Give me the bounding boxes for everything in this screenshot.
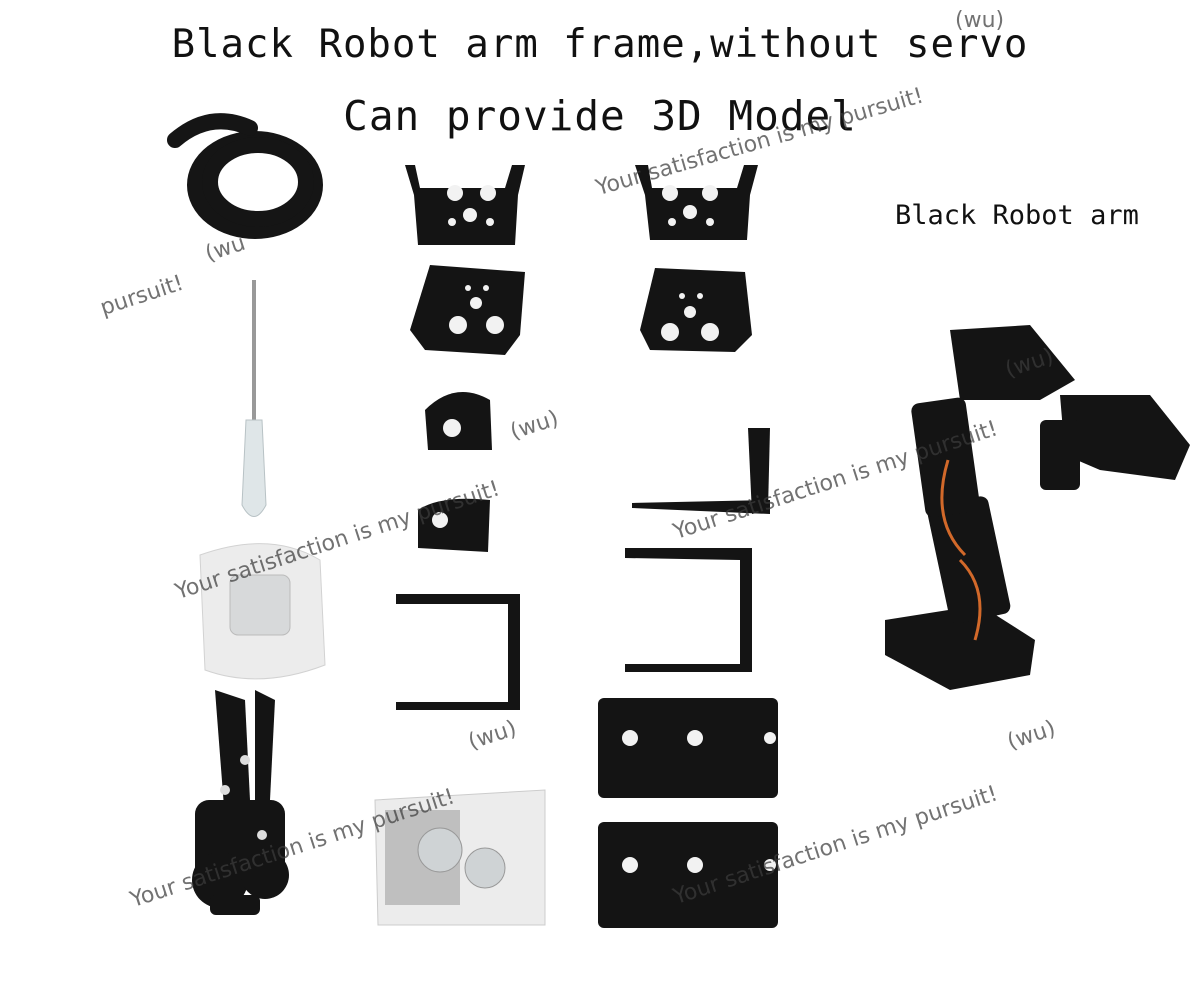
multi-function-bracket-mid-right — [640, 268, 752, 352]
gripper-claw — [192, 690, 289, 915]
assembled-robot-arm — [885, 325, 1190, 690]
spiral-cable-wrap — [167, 113, 323, 239]
round-servo-plate — [425, 392, 492, 450]
assembled-arm-label: Black Robot arm — [895, 200, 1139, 231]
headline-3d-model: Can provide 3D Model — [343, 92, 857, 140]
u-bracket-left — [396, 594, 520, 710]
headline-frame-without-servo: Black Robot arm frame,without servo — [171, 22, 1029, 67]
watermark-tag-top: (wu) — [955, 8, 1005, 33]
small-servo-plate — [418, 498, 490, 552]
multi-function-bracket-top-left — [405, 165, 525, 245]
long-servo-bracket-top — [598, 698, 778, 798]
multi-function-bracket-mid-left — [410, 265, 525, 355]
screw-hardware-bag — [374, 789, 546, 926]
clear-bag-small-parts — [199, 543, 326, 680]
multi-function-bracket-top-right — [635, 165, 758, 240]
l-bracket — [632, 428, 770, 514]
long-servo-bracket-bottom — [598, 822, 778, 928]
u-bracket-right — [625, 548, 752, 672]
screwdriver — [241, 280, 267, 517]
